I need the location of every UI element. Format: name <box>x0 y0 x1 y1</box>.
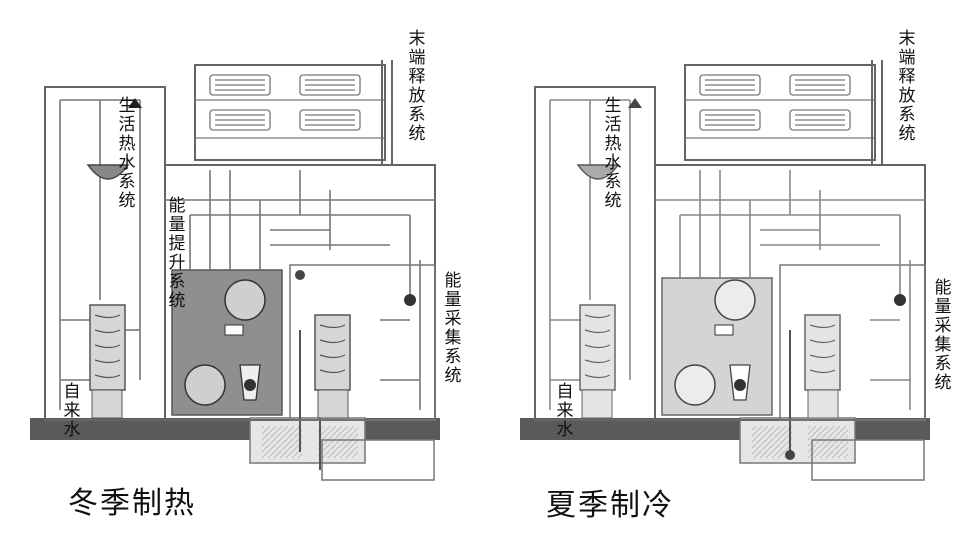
heat-exchanger-left <box>89 304 126 419</box>
terminal-frame <box>684 64 876 161</box>
label-energy-collect-left: 能量采集系统 <box>444 271 462 386</box>
heat-exchanger-right <box>804 314 841 419</box>
label-tap-water-right: 自来水 <box>556 382 574 440</box>
radiator-units <box>685 74 875 139</box>
terminal-frame <box>194 64 386 161</box>
hot-water-tank <box>86 164 130 180</box>
panel-summer <box>520 60 930 481</box>
label-terminal-right: 末端释放系统 <box>898 29 916 144</box>
heat-exchanger-left <box>579 304 616 419</box>
panel-winter <box>30 60 440 481</box>
label-tap-water-left: 自来水 <box>63 382 81 440</box>
caption-summer: 夏季制冷 <box>546 488 674 523</box>
label-hot-water-right: 生活热水系统 <box>604 96 622 211</box>
label-energy-collect-right: 能量采集系统 <box>934 278 952 393</box>
ground-bar <box>30 418 440 440</box>
caption-winter: 冬季制热 <box>68 486 196 521</box>
ground-bar <box>520 418 930 440</box>
label-hot-water-left: 生活热水系统 <box>118 96 136 211</box>
label-terminal-left: 末端释放系统 <box>408 29 426 144</box>
pipe-network <box>59 99 435 410</box>
radiator-units <box>195 74 385 139</box>
label-energy-lift-left: 能量提升系统 <box>168 196 186 311</box>
heat-exchanger-right <box>314 314 351 419</box>
hot-water-tank <box>576 164 620 180</box>
pipe-network <box>549 99 925 410</box>
